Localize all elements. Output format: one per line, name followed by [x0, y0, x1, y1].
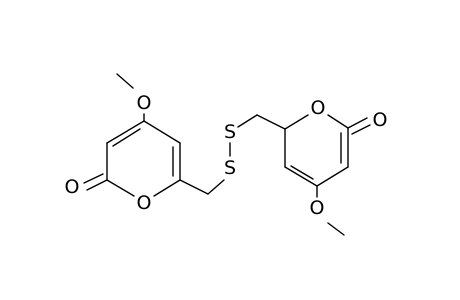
atom-label-right-ring-oxygen: O: [311, 97, 326, 119]
bond-right-ch2-c6: [256, 114, 286, 130]
bond-left-c6-ch2: [179, 179, 209, 195]
atom-label-disulfide-sulfur-left: S: [224, 157, 236, 179]
atom-label-left-carbonyl-oxygen: O: [65, 176, 80, 198]
bond-left-ring-o-c6: [153, 179, 181, 197]
atom-label-disulfide-sulfur-right: S: [224, 121, 236, 143]
bond-right-c3-c4: [316, 166, 349, 187]
bond-left-ch2-s: [207, 179, 225, 195]
bond-left-c5-c4: [143, 120, 181, 144]
double-bond-left-c4-c3: [112, 128, 141, 147]
bond-right-ring-o-c2: [327, 114, 349, 129]
bond-left-c2-ring-o: [106, 179, 135, 197]
right-pyranone-ring: [237, 114, 371, 236]
bond-right-carbonyl-a: [347, 117, 368, 129]
bond-left-carbonyl-a: [86, 179, 108, 191]
bond-right-s-ch2: [237, 114, 258, 128]
atom-label-left-ring-oxygen: O: [137, 192, 152, 214]
bond-right-c6-ring-o: [284, 114, 309, 130]
bond-right-methoxy-o-ch3: [327, 222, 345, 236]
atom-label-right-carbonyl-oxygen: O: [373, 109, 388, 131]
left-pyranone-ring: [83, 73, 225, 197]
bond-left-c4-c3: [106, 120, 145, 144]
bond-right-carbonyl-b: [351, 124, 371, 135]
bond-left-methoxy-o-ch3: [116, 73, 134, 89]
double-bond-right-c4-c5: [290, 165, 314, 180]
atom-label-right-methoxy-oxygen: O: [310, 197, 325, 219]
bond-right-c4-c5: [284, 166, 318, 187]
atom-label-left-methoxy-oxygen: O: [137, 92, 152, 114]
bond-left-carbonyl-b: [83, 173, 104, 184]
